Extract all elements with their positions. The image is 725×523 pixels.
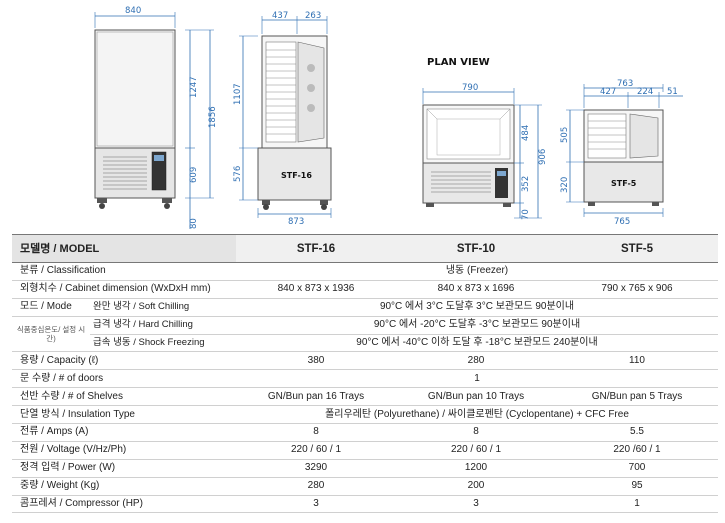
mid-view-drawing: 790 484 906	[422, 83, 548, 220]
cell-stf5: 1	[556, 495, 718, 514]
cell-stf5: 790 x 765 x 906	[556, 280, 718, 299]
cell-stf10: 3	[396, 495, 556, 514]
front-upper-height-dim: 1247	[189, 76, 199, 98]
shock-freezing-label: 급속 냉동 / Shock Freezing	[90, 334, 236, 353]
header-stf5: STF-5	[556, 234, 718, 263]
front-lower-height-dim: 609	[189, 167, 199, 183]
row-label: 외형치수 / Cabinet dimension (WxDxH mm)	[12, 280, 236, 299]
right-view-drawing: 763 427 224 51 STF-5 505 320	[560, 79, 683, 227]
cell-stf16: 3290	[236, 459, 396, 478]
row-label: 중량 / Weight (Kg)	[12, 477, 236, 496]
stf5-model-tag: STF-5	[611, 179, 637, 188]
right-top-total-dim: 763	[617, 79, 633, 89]
shock-freezing-value: 90°C 에서 -40°C 이하 도달 후 -18°C 보관모드 240분이내	[236, 334, 718, 353]
cell-stf10: 220 / 60 / 1	[396, 441, 556, 460]
row-compressor: 콤프레셔 / Compressor (HP) 3 3 1	[12, 495, 718, 514]
front-width-dim: 840	[125, 6, 141, 16]
row-capacity: 용량 / Capacity (ℓ) 380 280 110	[12, 351, 718, 371]
stf16-model-tag: STF-16	[281, 171, 312, 180]
mode-label: 모드 / Mode	[12, 298, 90, 317]
right-top-b-dim: 224	[637, 87, 653, 97]
row-value: 냉동 (Freezer)	[236, 262, 718, 281]
side-top-a-dim: 437	[272, 11, 288, 21]
row-label: 문 수량 / # of doors	[12, 369, 236, 389]
drawing-canvas: 840	[94, 6, 683, 229]
hard-chilling-value: 90°C 에서 -20°C 도달후 -3°C 보관모드 90분이내	[236, 316, 718, 335]
row-label: 용량 / Capacity (ℓ)	[12, 351, 236, 371]
side-depth-dim: 873	[288, 217, 304, 227]
cell-stf10: 840 x 873 x 1696	[396, 280, 556, 299]
row-label: 콤프레셔 / Compressor (HP)	[12, 495, 236, 514]
right-depth-dim: 765	[614, 217, 630, 227]
row-label: 분류 / Classification	[12, 262, 236, 281]
mode-note: 식품중심온도/ 설정 시간)	[12, 316, 90, 353]
cell-stf5: 700	[556, 459, 718, 478]
cell-stf5: 220 /60 / 1	[556, 441, 718, 460]
cell-stf10: 280	[396, 351, 556, 371]
cell-stf5: 5.5	[556, 423, 718, 442]
cell-stf10: 1200	[396, 459, 556, 478]
row-power: 정격 입력 / Power (W) 3290 1200 700	[12, 459, 718, 478]
cell-stf16: 280	[236, 477, 396, 496]
row-label: 정격 입력 / Power (W)	[12, 459, 236, 478]
soft-chilling-label: 완만 냉각 / Soft Chilling	[90, 298, 236, 317]
right-h-upper-dim: 505	[560, 127, 570, 143]
side-h1-dim: 1107	[233, 83, 243, 105]
row-mode-hard: 식품중심온도/ 설정 시간) 급격 냉각 / Hard Chilling 90°…	[12, 316, 718, 353]
row-label: 전원 / Voltage (V/Hz/Ph)	[12, 441, 236, 460]
side-view-drawing: 437 263 STF-16	[233, 11, 332, 227]
row-value: 폴리우레탄 (Polyurethane) / 싸이클로펜탄 (Cyclopent…	[236, 405, 718, 425]
cell-stf10: GN/Bun pan 10 Trays	[396, 387, 556, 407]
cell-stf5: 95	[556, 477, 718, 496]
cell-stf16: 8	[236, 423, 396, 442]
spec-table: 모델명 / MODEL STF-16 STF-10 STF-5 분류 / Cla…	[12, 234, 718, 514]
row-voltage: 전원 / Voltage (V/Hz/Ph) 220 / 60 / 1 220 …	[12, 441, 718, 460]
row-doors: 문 수량 / # of doors 1	[12, 369, 718, 389]
row-insulation: 단열 방식 / Insulation Type 폴리우레탄 (Polyureth…	[12, 405, 718, 425]
cell-stf16: 380	[236, 351, 396, 371]
row-label: 단열 방식 / Insulation Type	[12, 405, 236, 425]
cell-stf5: 110	[556, 351, 718, 371]
plan-view-title: PLAN VIEW	[427, 57, 490, 68]
cell-stf16: GN/Bun pan 16 Trays	[236, 387, 396, 407]
cell-stf16: 220 / 60 / 1	[236, 441, 396, 460]
mid-upper-height-dim: 484	[521, 125, 531, 141]
cell-stf5: GN/Bun pan 5 Trays	[556, 387, 718, 407]
right-top-a-dim: 427	[600, 87, 616, 97]
hard-chilling-label: 급격 냉각 / Hard Chilling	[90, 316, 236, 335]
front-view-drawing: 840	[94, 6, 218, 229]
row-weight: 중량 / Weight (Kg) 280 200 95	[12, 477, 718, 496]
row-mode-shock: 급속 냉동 / Shock Freezing 90°C 에서 -40°C 이하 …	[12, 334, 718, 353]
mid-width-dim: 790	[462, 83, 478, 93]
row-amps: 전류 / Amps (A) 8 8 5.5	[12, 423, 718, 442]
cell-stf16: 3	[236, 495, 396, 514]
technical-drawings: 840	[0, 0, 725, 232]
side-top-b-dim: 263	[305, 11, 321, 21]
header-stf10: STF-10	[396, 234, 556, 263]
row-value: 1	[236, 369, 718, 389]
front-total-height-dim: 1856	[208, 106, 218, 128]
right-h-lower-dim: 320	[560, 177, 570, 193]
cell-stf16: 840 x 873 x 1936	[236, 280, 396, 299]
header-stf16: STF-16	[236, 234, 396, 263]
row-shelves: 선반 수량 / # of Shelves GN/Bun pan 16 Trays…	[12, 387, 718, 407]
soft-chilling-value: 90°C 에서 3°C 도달후 3°C 보관모드 90분이내	[236, 298, 718, 317]
table-header-row: 모델명 / MODEL STF-16 STF-10 STF-5	[12, 234, 718, 263]
row-label: 전류 / Amps (A)	[12, 423, 236, 442]
cell-stf10: 200	[396, 477, 556, 496]
cell-stf10: 8	[396, 423, 556, 442]
row-label: 선반 수량 / # of Shelves	[12, 387, 236, 407]
mid-foot-dim: 70	[521, 209, 531, 220]
header-model: 모델명 / MODEL	[12, 234, 236, 263]
mid-total-height-dim: 906	[538, 149, 548, 165]
row-mode-soft: 모드 / Mode 완만 냉각 / Soft Chilling 90°C 에서 …	[12, 298, 718, 317]
side-h2-dim: 576	[233, 166, 243, 182]
row-dimension: 외형치수 / Cabinet dimension (WxDxH mm) 840 …	[12, 280, 718, 299]
row-classification: 분류 / Classification 냉동 (Freezer)	[12, 262, 718, 281]
right-top-c-dim: 51	[667, 87, 678, 97]
front-foot-dim: 80	[189, 218, 199, 229]
mid-lower-height-dim: 352	[521, 176, 531, 192]
